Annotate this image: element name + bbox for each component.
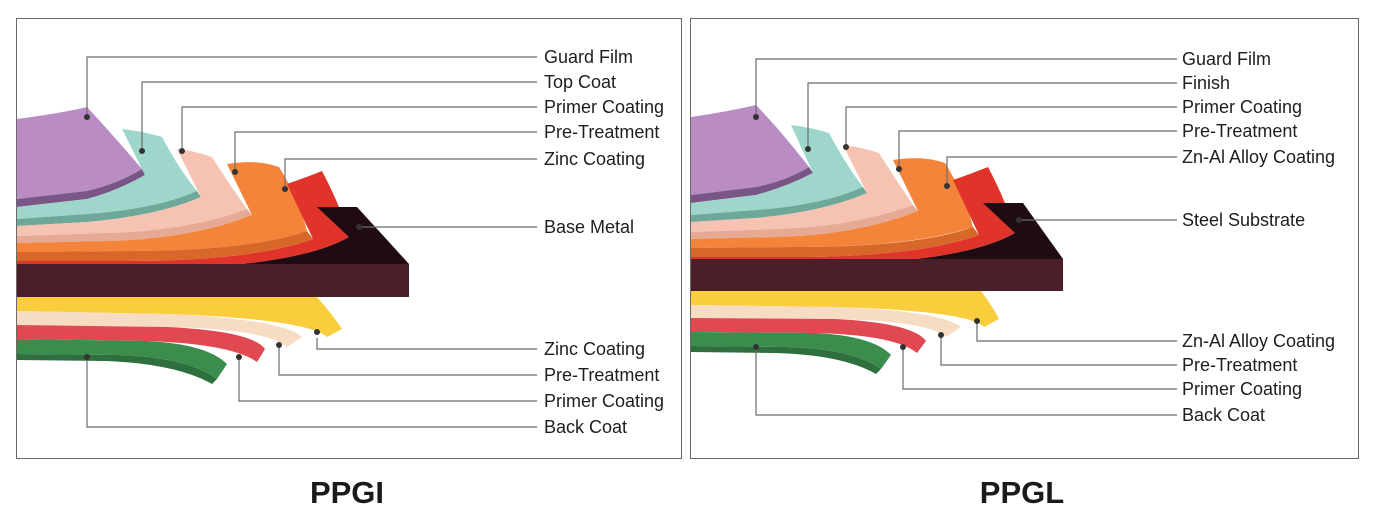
zinc-coating-layer	[17, 171, 349, 269]
base-metal-side	[17, 264, 409, 297]
top-coat-edge	[17, 191, 201, 226]
ppgl-leader-dots	[753, 114, 1022, 350]
base-metal-top	[17, 207, 409, 269]
back-zinc-layer	[17, 297, 342, 337]
ppgl-leader-lines	[755, 58, 1177, 416]
label-pre-treatment: Pre-Treatment	[1182, 121, 1298, 141]
label-finish: Finish	[1182, 73, 1231, 93]
label-zinc-coating: Zinc Coating	[544, 149, 646, 169]
steel-substrate-top	[691, 203, 1063, 265]
ppgi-leader-lines	[86, 56, 537, 428]
label-znal-alloy-coating: Zn-Al Alloy Coating	[1182, 147, 1336, 167]
label-base-metal: Base Metal	[544, 217, 635, 237]
label-primer-coating: Primer Coating	[1182, 97, 1303, 117]
pretreatment-edge	[691, 227, 979, 257]
label-primer-coating: Primer Coating	[544, 97, 665, 117]
ppgi-diagram-panel: Guard Film Top Coat Primer Coating Pre-T…	[16, 18, 682, 459]
finish-layer	[691, 125, 863, 215]
label-back-znal-alloy-coating: Zn-Al Alloy Coating	[1182, 331, 1336, 351]
label-guard-film: Guard Film	[544, 47, 634, 67]
back-coat-layer	[691, 332, 891, 369]
ppgl-diagram-panel: Guard Film Finish Primer Coating Pre-Tre…	[690, 18, 1359, 459]
back-coat-layer	[17, 339, 227, 379]
guard-film-edge	[691, 167, 813, 203]
back-coat-edge	[17, 354, 217, 384]
ppgl-layers-illustration	[691, 58, 1177, 416]
finish-edge	[691, 187, 867, 222]
guard-film-layer	[691, 105, 809, 195]
pretreatment-layer	[17, 162, 307, 252]
znal-coating-layer	[691, 167, 1015, 265]
primer-edge	[691, 205, 918, 239]
pretreatment-edge	[17, 231, 313, 261]
back-pretreat-layer	[17, 311, 302, 347]
back-primer-layer	[17, 325, 265, 362]
ppgi-leader-dots	[84, 114, 362, 360]
pretreatment-layer	[691, 158, 973, 248]
back-znal-layer	[691, 291, 999, 327]
label-back-pre-treatment: Pre-Treatment	[544, 365, 660, 385]
label-steel-substrate: Steel Substrate	[1182, 210, 1306, 230]
label-pre-treatment: Pre-Treatment	[544, 122, 660, 142]
ppgi-layers-illustration	[17, 56, 537, 428]
label-guard-film: Guard Film	[1182, 49, 1272, 69]
label-back-coat: Back Coat	[544, 417, 628, 437]
label-back-primer-coating: Primer Coating	[544, 391, 665, 411]
label-back-zinc-coating: Zinc Coating	[544, 339, 646, 359]
back-pretreat-layer	[691, 305, 961, 337]
label-back-coat: Back Coat	[1182, 405, 1266, 425]
label-top-coat: Top Coat	[544, 72, 617, 92]
back-primer-layer	[691, 318, 926, 353]
steel-substrate-side	[691, 259, 1063, 291]
primer-layer	[691, 145, 913, 232]
primer-layer	[17, 149, 247, 236]
back-coat-edge	[691, 346, 881, 374]
guard-film-layer	[17, 107, 142, 199]
primer-edge	[17, 209, 252, 243]
label-back-pre-treatment: Pre-Treatment	[1182, 355, 1298, 375]
top-coat-layer	[17, 129, 197, 219]
guard-film-edge	[17, 169, 145, 207]
ppgi-caption: PPGI	[309, 475, 385, 510]
ppgl-caption: PPGL	[979, 475, 1065, 510]
label-back-primer-coating: Primer Coating	[1182, 379, 1303, 399]
